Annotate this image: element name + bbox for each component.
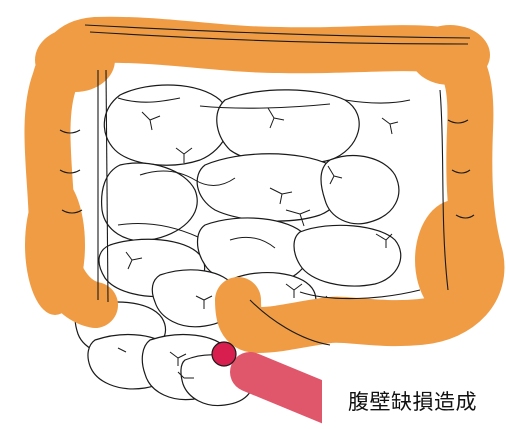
hernia-tube (250, 372, 362, 429)
caption-label: 腹壁缺損造成 (348, 386, 506, 416)
ostomy-opening (212, 342, 236, 366)
